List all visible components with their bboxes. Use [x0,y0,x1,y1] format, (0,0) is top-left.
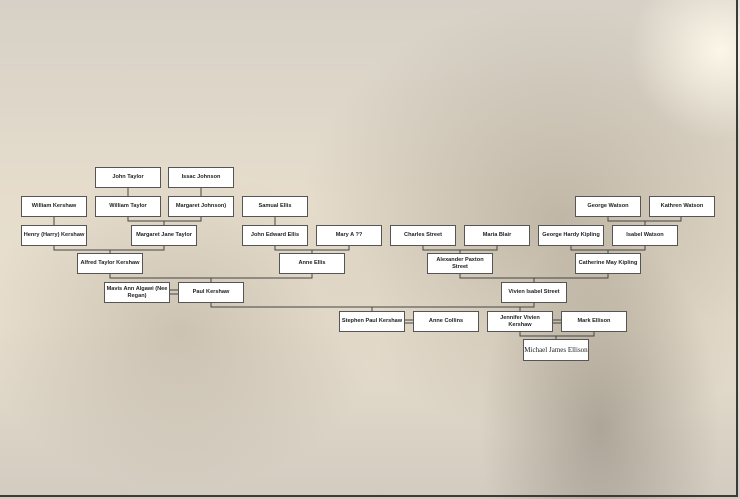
person-alfred-taylor-kershaw[interactable]: Alfred Taylor Kershaw [77,253,143,274]
person-name: Margaret Johnson) [175,203,227,209]
person-catherine-may-kipling[interactable]: Catherine May Kipling [575,253,641,274]
person-samual-ellis[interactable]: Samual Ellis [242,196,308,217]
person-anne-collins[interactable]: Anne Collins [413,311,479,332]
person-name: John Taylor [112,174,144,180]
person-name: William Taylor [109,203,147,209]
connector [519,332,595,339]
person-charles-street[interactable]: Charles Street [390,225,456,246]
person-vivien-isabel-street[interactable]: Vivien Isabel Street [501,282,567,303]
person-maria-blair[interactable]: Maria Blair [464,225,530,246]
person-anne-ellis[interactable]: Anne Ellis [279,253,345,274]
person-name: Michael James Ellison [524,345,588,354]
person-name: Mary A ?? [335,232,363,238]
person-name: Henry (Harry) Kershaw [23,232,85,238]
person-name: Catherine May Kipling [578,260,638,266]
person-paul-kershaw[interactable]: Paul Kershaw [178,282,244,303]
connector [127,217,202,225]
connector [53,246,165,253]
person-name: Charles Street [404,232,442,238]
person-george-watson[interactable]: George Watson [575,196,641,217]
connector [210,302,535,311]
connector [53,188,276,225]
person-name: Issac Johnson [181,174,221,180]
person-john-edward-ellis[interactable]: John Edward Ellis [242,225,308,246]
person-name: George Hardy Kipling [542,232,600,238]
person-name: Mark Ellison [577,318,611,324]
person-john-taylor[interactable]: John Taylor [95,167,161,188]
person-name: Kathren Watson [660,203,704,209]
connector [570,246,646,253]
marriage-line [553,319,561,324]
person-jennifer-vivien-kershaw[interactable]: Jennifer Vivien Kershaw [487,311,553,332]
person-name: John Edward Ellis [250,232,300,238]
person-george-hardy-kipling[interactable]: George Hardy Kipling [538,225,604,246]
person-michael-james-ellison[interactable]: Michael James Ellison [523,339,589,361]
person-issac-johnson[interactable]: Issac Johnson [168,167,234,188]
person-william-kershaw[interactable]: William Kershaw [21,196,87,217]
person-mark-ellison[interactable]: Mark Ellison [561,311,627,332]
person-name: Anne Ellis [298,260,326,266]
person-name: Anne Collins [428,318,464,324]
person-name: Maria Blair [482,232,512,238]
connector [109,274,313,282]
connector [459,274,609,282]
person-stephen-paul-kershaw[interactable]: Stephen Paul Kershaw [339,311,405,332]
person-name: Jennifer Vivien Kershaw [500,314,540,328]
person-name: Mavis Ann Algawi (Nee Regan) [106,285,168,299]
person-name: Margaret Jane Taylor [136,232,192,238]
marriage-line [405,319,413,324]
marriage-line [170,289,178,295]
person-alexander-paxton-street[interactable]: Alexander Paxton Street [427,253,493,274]
person-mavis-ann-algawi[interactable]: Mavis Ann Algawi (Nee Regan) [104,282,170,303]
person-henry-kershaw[interactable]: Henry (Harry) Kershaw [21,225,87,246]
person-margaret-jane-taylor[interactable]: Margaret Jane Taylor [131,225,197,246]
connector [274,246,350,253]
person-isabel-watson[interactable]: Isabel Watson [612,225,678,246]
person-margaret-johnson[interactable]: Margaret Johnson) [168,196,234,217]
person-william-taylor[interactable]: William Taylor [95,196,161,217]
person-name: Alfred Taylor Kershaw [80,260,140,266]
person-name: William Kershaw [31,203,77,209]
person-name: Samual Ellis [258,203,292,209]
person-name: Isabel Watson [626,232,664,238]
person-name: Paul Kershaw [192,289,230,295]
person-mary-a[interactable]: Mary A ?? [316,225,382,246]
person-name: Alexander Paxton Street [436,256,484,270]
connector [607,217,682,225]
person-name: Vivien Isabel Street [508,289,560,295]
person-name: George Watson [587,203,629,209]
connector [422,246,498,253]
person-kathren-watson[interactable]: Kathren Watson [649,196,715,217]
person-name: Stephen Paul Kershaw [341,318,403,324]
